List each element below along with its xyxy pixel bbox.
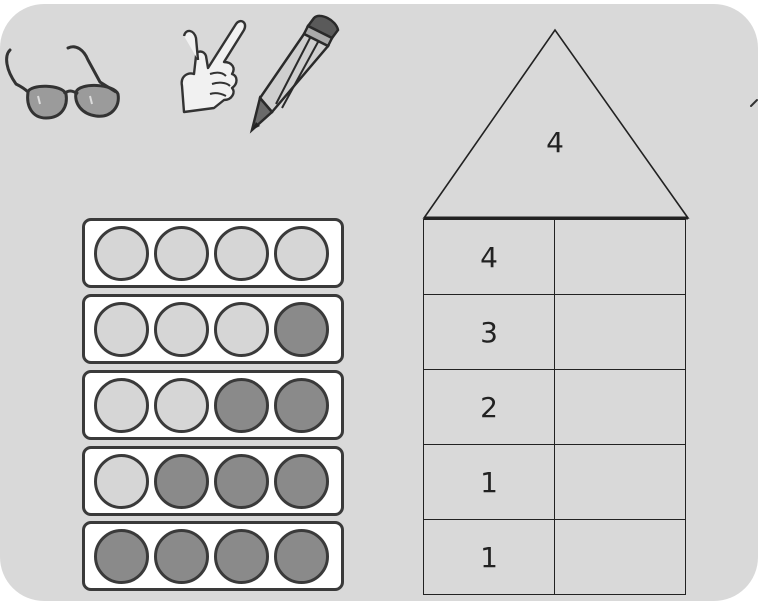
counter-filled [274,529,329,584]
roof-number: 4 [530,126,580,159]
house-cell-left: 1 [424,520,555,595]
counter-filled [274,454,329,509]
counter-filled [274,378,329,433]
counter-empty [94,454,149,509]
counter-empty [214,226,269,281]
counter-filled [214,529,269,584]
counter-row-2 [82,294,344,364]
house-cell-right[interactable] [555,445,686,520]
stray-mark [749,96,761,108]
house-row: 1 [424,445,686,520]
counter-empty [94,226,149,281]
house-row: 4 [424,220,686,295]
counter-filled [154,454,209,509]
house-cell-right[interactable] [555,220,686,295]
counter-empty [274,226,329,281]
house-row: 2 [424,370,686,445]
house-row: 3 [424,295,686,370]
worksheet-card: 4 4 3 2 1 1 [0,4,758,601]
counter-empty [154,226,209,281]
counter-filled [154,529,209,584]
counter-empty [214,302,269,357]
pencil-icon [246,12,350,136]
house-roof [420,28,692,222]
counter-empty [94,302,149,357]
counter-filled [274,302,329,357]
counter-empty [154,378,209,433]
counter-filled [94,529,149,584]
counter-empty [154,302,209,357]
counter-row-1 [82,218,344,288]
house-cell-left: 2 [424,370,555,445]
counter-row-4 [82,446,344,516]
counter-filled [214,454,269,509]
house-cell-left: 4 [424,220,555,295]
house-cell-left: 1 [424,445,555,520]
house-row: 1 [424,520,686,595]
glasses-icon [2,40,124,124]
counter-filled [214,378,269,433]
counter-row-5 [82,521,344,591]
house-cell-right[interactable] [555,295,686,370]
number-house: 4 4 3 2 1 1 [420,28,692,601]
house-cell-right[interactable] [555,520,686,595]
counter-row-3 [82,370,344,440]
counter-empty [94,378,149,433]
house-cell-left: 3 [424,295,555,370]
house-cell-right[interactable] [555,370,686,445]
house-table: 4 3 2 1 1 [423,219,686,595]
